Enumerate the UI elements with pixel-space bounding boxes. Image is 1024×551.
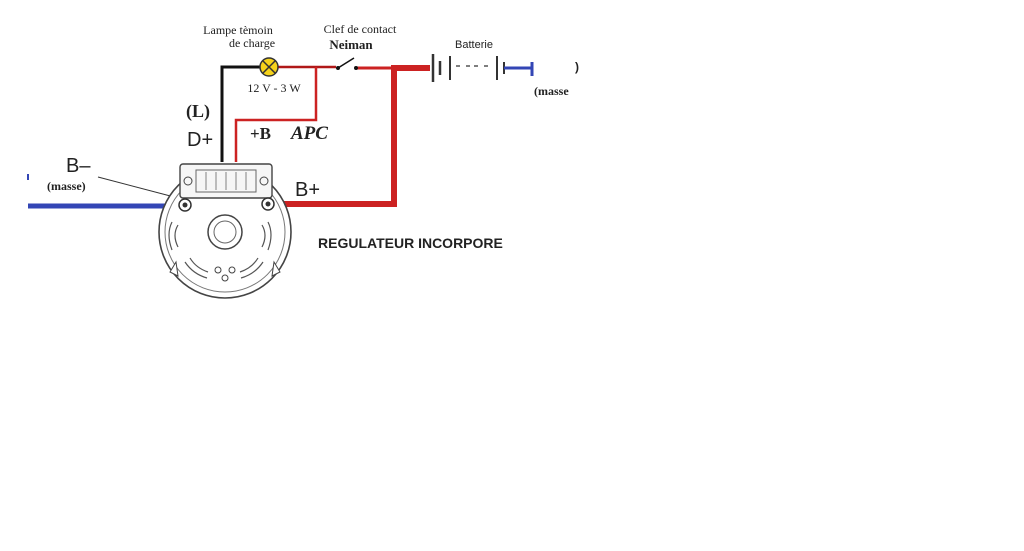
pointer-line: [97, 176, 179, 199]
terminal-l-label: (L): [186, 101, 210, 122]
plus-b-label: +B: [250, 124, 271, 143]
terminal-b-plus-label: B+: [295, 179, 320, 201]
key-label-line1: Clef de contact: [324, 22, 397, 36]
alternator-icon: [158, 163, 292, 299]
lamp-label-line1: Lampe tèmoin: [203, 23, 273, 37]
terminal-d-plus-label: D+: [187, 129, 213, 151]
warning-lamp-icon: [259, 57, 279, 77]
regulator-label: REGULATEUR INCORPORE: [318, 235, 503, 251]
battery-label: Batterie: [455, 39, 493, 51]
apc-label: APC: [290, 123, 328, 144]
masse-right-label: (masse: [534, 84, 569, 98]
wire-b-plus-thick: [272, 65, 430, 207]
wire-plus-b-apc: [234, 67, 318, 162]
key-label-line2: Neiman: [329, 37, 373, 52]
battery-icon: [431, 54, 505, 82]
battery-ground-icon: [504, 62, 534, 76]
terminal-b-minus-label: B–: [66, 155, 91, 177]
lamp-label-line2: de charge: [229, 36, 275, 50]
ignition-switch-icon: [336, 57, 358, 70]
masse-left-label: (masse): [47, 179, 86, 193]
wire-d-plus-black: [220, 65, 260, 162]
battery-right-paren: ): [575, 60, 579, 74]
lamp-rating-label: 12 V - 3 W: [247, 81, 301, 95]
